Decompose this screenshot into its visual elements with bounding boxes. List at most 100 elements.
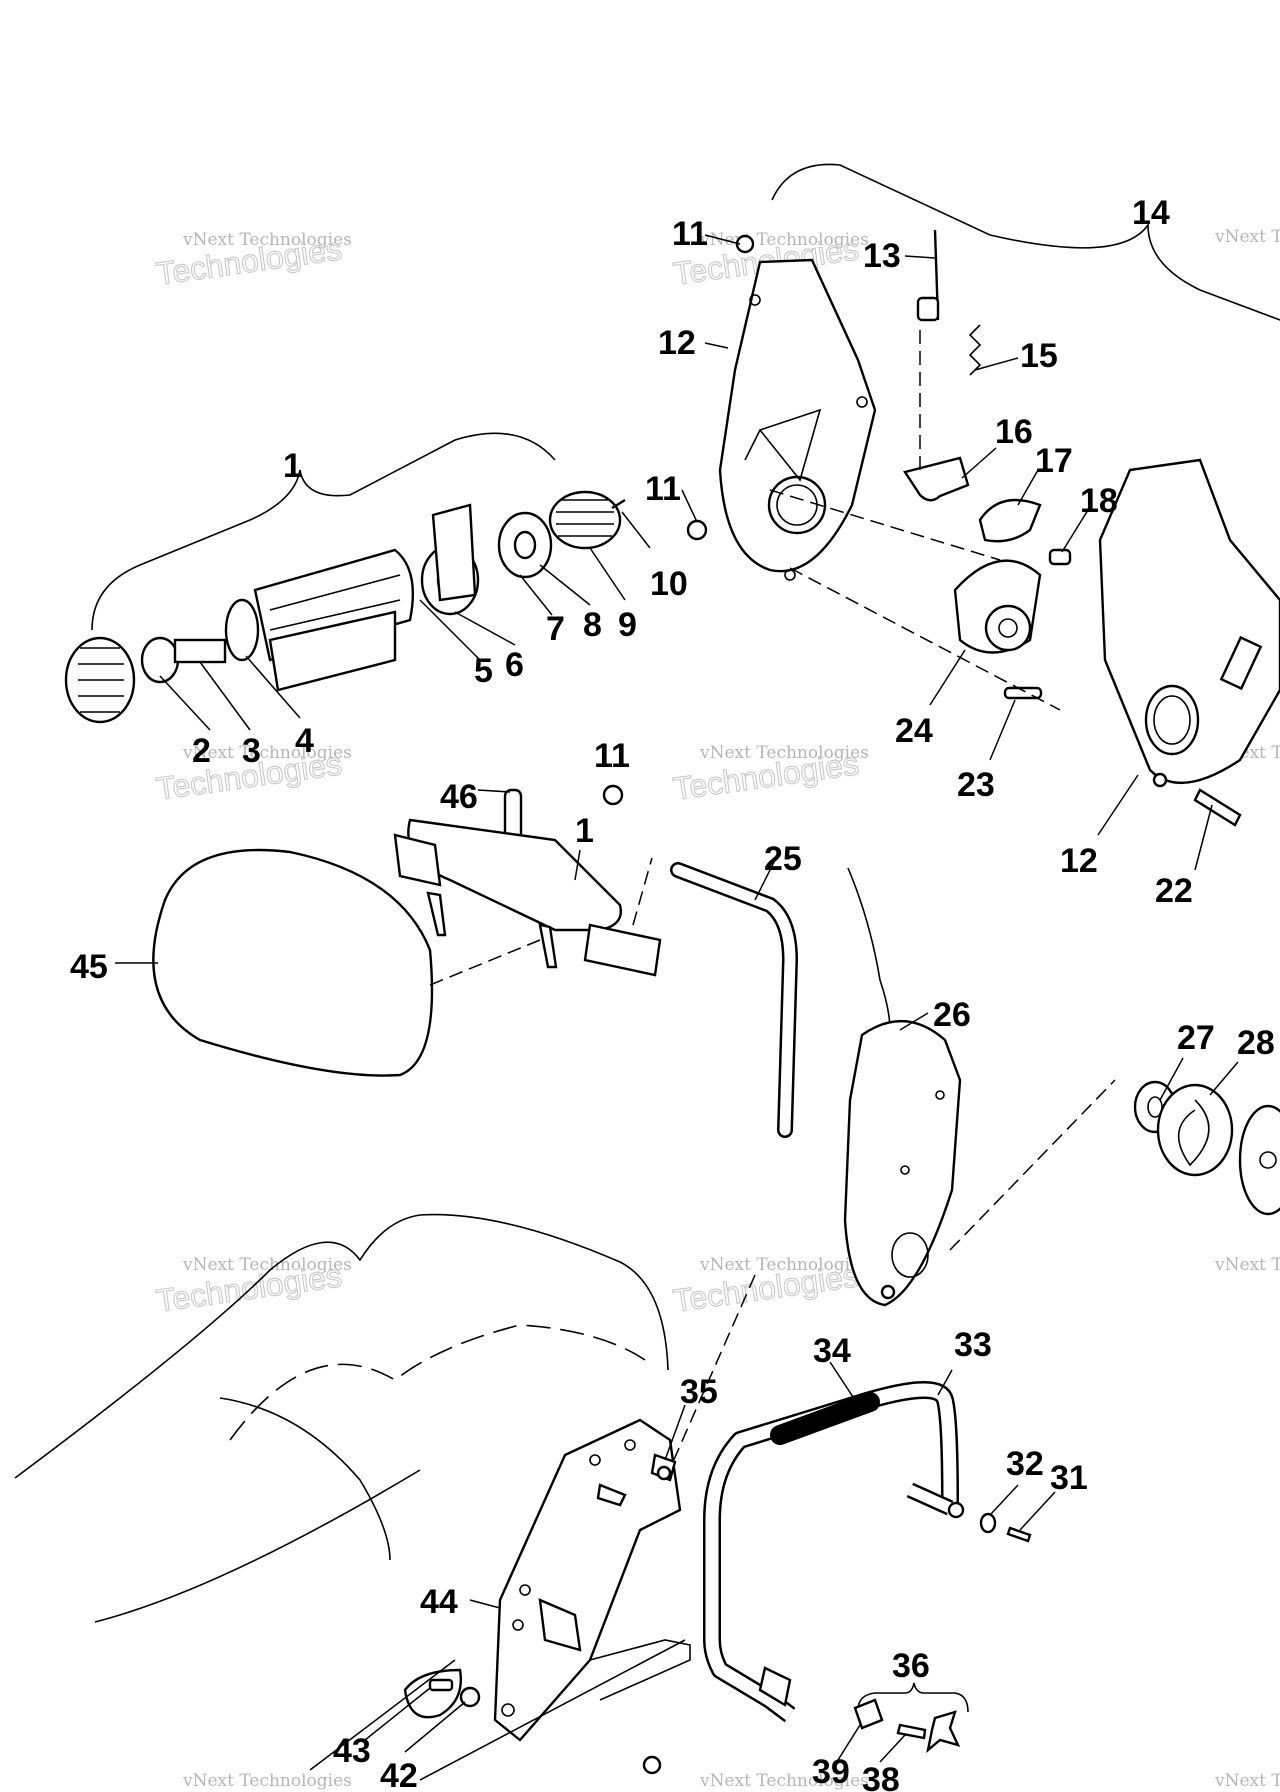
callout-11-mid: 11 xyxy=(645,470,681,508)
leaders-handlebar xyxy=(115,789,581,964)
callout-7: 7 xyxy=(546,610,565,648)
callout-10: 10 xyxy=(650,565,688,603)
callout-23: 23 xyxy=(957,766,995,804)
callout-3: 3 xyxy=(242,732,261,770)
bolt-22 xyxy=(1193,788,1242,827)
pin-18 xyxy=(1048,548,1072,566)
grip-end-right xyxy=(548,490,622,550)
callout-34: 34 xyxy=(813,1332,851,1370)
grab-handle-33 xyxy=(703,1381,1032,1723)
callout-42: 42 xyxy=(380,1757,418,1792)
callout-14: 14 xyxy=(1132,194,1170,232)
callout-9: 9 xyxy=(618,606,637,644)
svg-text:vNext Technologies: vNext Technologies xyxy=(182,1771,352,1791)
leaders-grip xyxy=(159,511,651,731)
gear-housing-plate-12-right xyxy=(1098,458,1280,785)
callout-32: 32 xyxy=(1006,1445,1044,1483)
spring-15 xyxy=(968,324,982,376)
callout-46: 46 xyxy=(440,778,478,816)
callout-15: 15 xyxy=(1020,337,1058,375)
callout-43: 43 xyxy=(333,1732,371,1770)
callout-45: 45 xyxy=(70,948,108,986)
callout-26: 26 xyxy=(933,996,971,1034)
svg-text:vNext Technologies: vNext Technologies xyxy=(1214,227,1280,247)
callout-5: 5 xyxy=(474,652,493,690)
pawl-17 xyxy=(978,498,1042,543)
bolt-31 xyxy=(1006,1526,1032,1543)
callout-12-bottom: 12 xyxy=(1060,842,1098,880)
callout-33: 33 xyxy=(954,1326,992,1364)
brace-assembly-36 xyxy=(857,1682,969,1713)
wing-knob xyxy=(926,1710,961,1754)
svg-text:vNext Technologies: vNext Technologies xyxy=(182,1255,352,1275)
callout-2: 2 xyxy=(192,732,211,770)
callout-16: 16 xyxy=(995,413,1033,451)
leaders-grab-handle xyxy=(829,1361,1056,1531)
svg-text:vNext Technologies: vNext Technologies xyxy=(699,1771,869,1791)
svg-text:vNext Technologies: vNext Technologies xyxy=(1214,1771,1280,1791)
callout-28: 28 xyxy=(1237,1024,1275,1062)
bearing-4 xyxy=(224,598,260,662)
callout-25: 25 xyxy=(764,840,802,878)
callout-36: 36 xyxy=(892,1647,930,1685)
leaders-recoil xyxy=(1159,1057,1239,1101)
svg-text:vNext Technologies: vNext Technologies xyxy=(182,230,352,250)
screw-10 xyxy=(611,498,626,510)
watermark-bottom: vNext Technologies vNext Technologies vN… xyxy=(182,1771,1280,1791)
callout-1-top: 1 xyxy=(283,447,302,485)
callout-35: 35 xyxy=(680,1373,718,1411)
callout-38: 38 xyxy=(862,1761,900,1792)
callout-27: 27 xyxy=(1177,1019,1215,1057)
callout-8: 8 xyxy=(583,606,602,644)
callout-labels: 1 2 3 4 5 6 7 8 9 10 11 11 11 12 12 13 1… xyxy=(70,194,1275,1792)
watermark-low-right: vNext Technologies xyxy=(1214,1255,1280,1275)
callout-44: 44 xyxy=(420,1583,458,1621)
callout-24: 24 xyxy=(895,712,933,750)
callout-1-bar: 1 xyxy=(575,812,594,850)
callout-13: 13 xyxy=(863,237,901,275)
svg-text:vNext Technologies: vNext Technologies xyxy=(182,743,352,763)
bracket-plate xyxy=(431,503,477,602)
recoil-spring-28 xyxy=(1156,1083,1234,1177)
starter-housing-26 xyxy=(664,1020,1116,1481)
gear-housing-plate-12 xyxy=(718,258,877,573)
cable-26 xyxy=(847,867,891,1031)
heated-bar-body xyxy=(253,548,414,662)
bolt-38 xyxy=(896,1723,927,1740)
watermark-top-right: vNext Technologies xyxy=(1214,227,1280,247)
nut-11-mid xyxy=(686,519,708,541)
svg-text:vNext Technologies: vNext Technologies xyxy=(699,743,869,763)
recoil-parts xyxy=(1133,1080,1280,1216)
fasteners-42-43 xyxy=(309,1659,481,1771)
grip-assembly xyxy=(64,490,626,724)
watermark-low-center: vNext Technologies Technologies xyxy=(670,1255,869,1319)
callout-11-bar: 11 xyxy=(594,737,630,775)
nut-11-bar xyxy=(602,784,624,806)
knob-assembly-36 xyxy=(837,1698,961,1763)
nut-bottom xyxy=(642,1755,662,1775)
washer-2 xyxy=(140,636,180,684)
backrest-bracket-44 xyxy=(419,1418,691,1781)
callout-11-top: 11 xyxy=(672,215,708,253)
callout-31: 31 xyxy=(1050,1459,1088,1497)
svg-text:vNext Technologies: vNext Technologies xyxy=(1214,1255,1280,1275)
leaders-housing xyxy=(681,234,1213,871)
callout-12-top: 12 xyxy=(658,324,696,362)
seat-outline xyxy=(14,1213,669,1623)
shaft-3 xyxy=(173,638,227,664)
watermark-top-left: vNext Technologies Technologies xyxy=(153,230,352,293)
spacer-39 xyxy=(853,1698,884,1730)
callout-17: 17 xyxy=(1035,442,1073,480)
lever-16 xyxy=(903,456,970,502)
svg-text:vNext Technologies: vNext Technologies xyxy=(699,1255,869,1275)
callout-22: 22 xyxy=(1155,872,1193,910)
washer-32 xyxy=(979,1512,997,1534)
gear-housing-assembly xyxy=(686,229,1280,827)
callout-6: 6 xyxy=(505,646,524,684)
watermark-mid-center: vNext Technologies Technologies xyxy=(670,743,869,807)
brace-assembly-14 xyxy=(771,163,1280,321)
callout-39: 39 xyxy=(812,1753,850,1791)
brace-assembly-1 xyxy=(91,432,556,631)
